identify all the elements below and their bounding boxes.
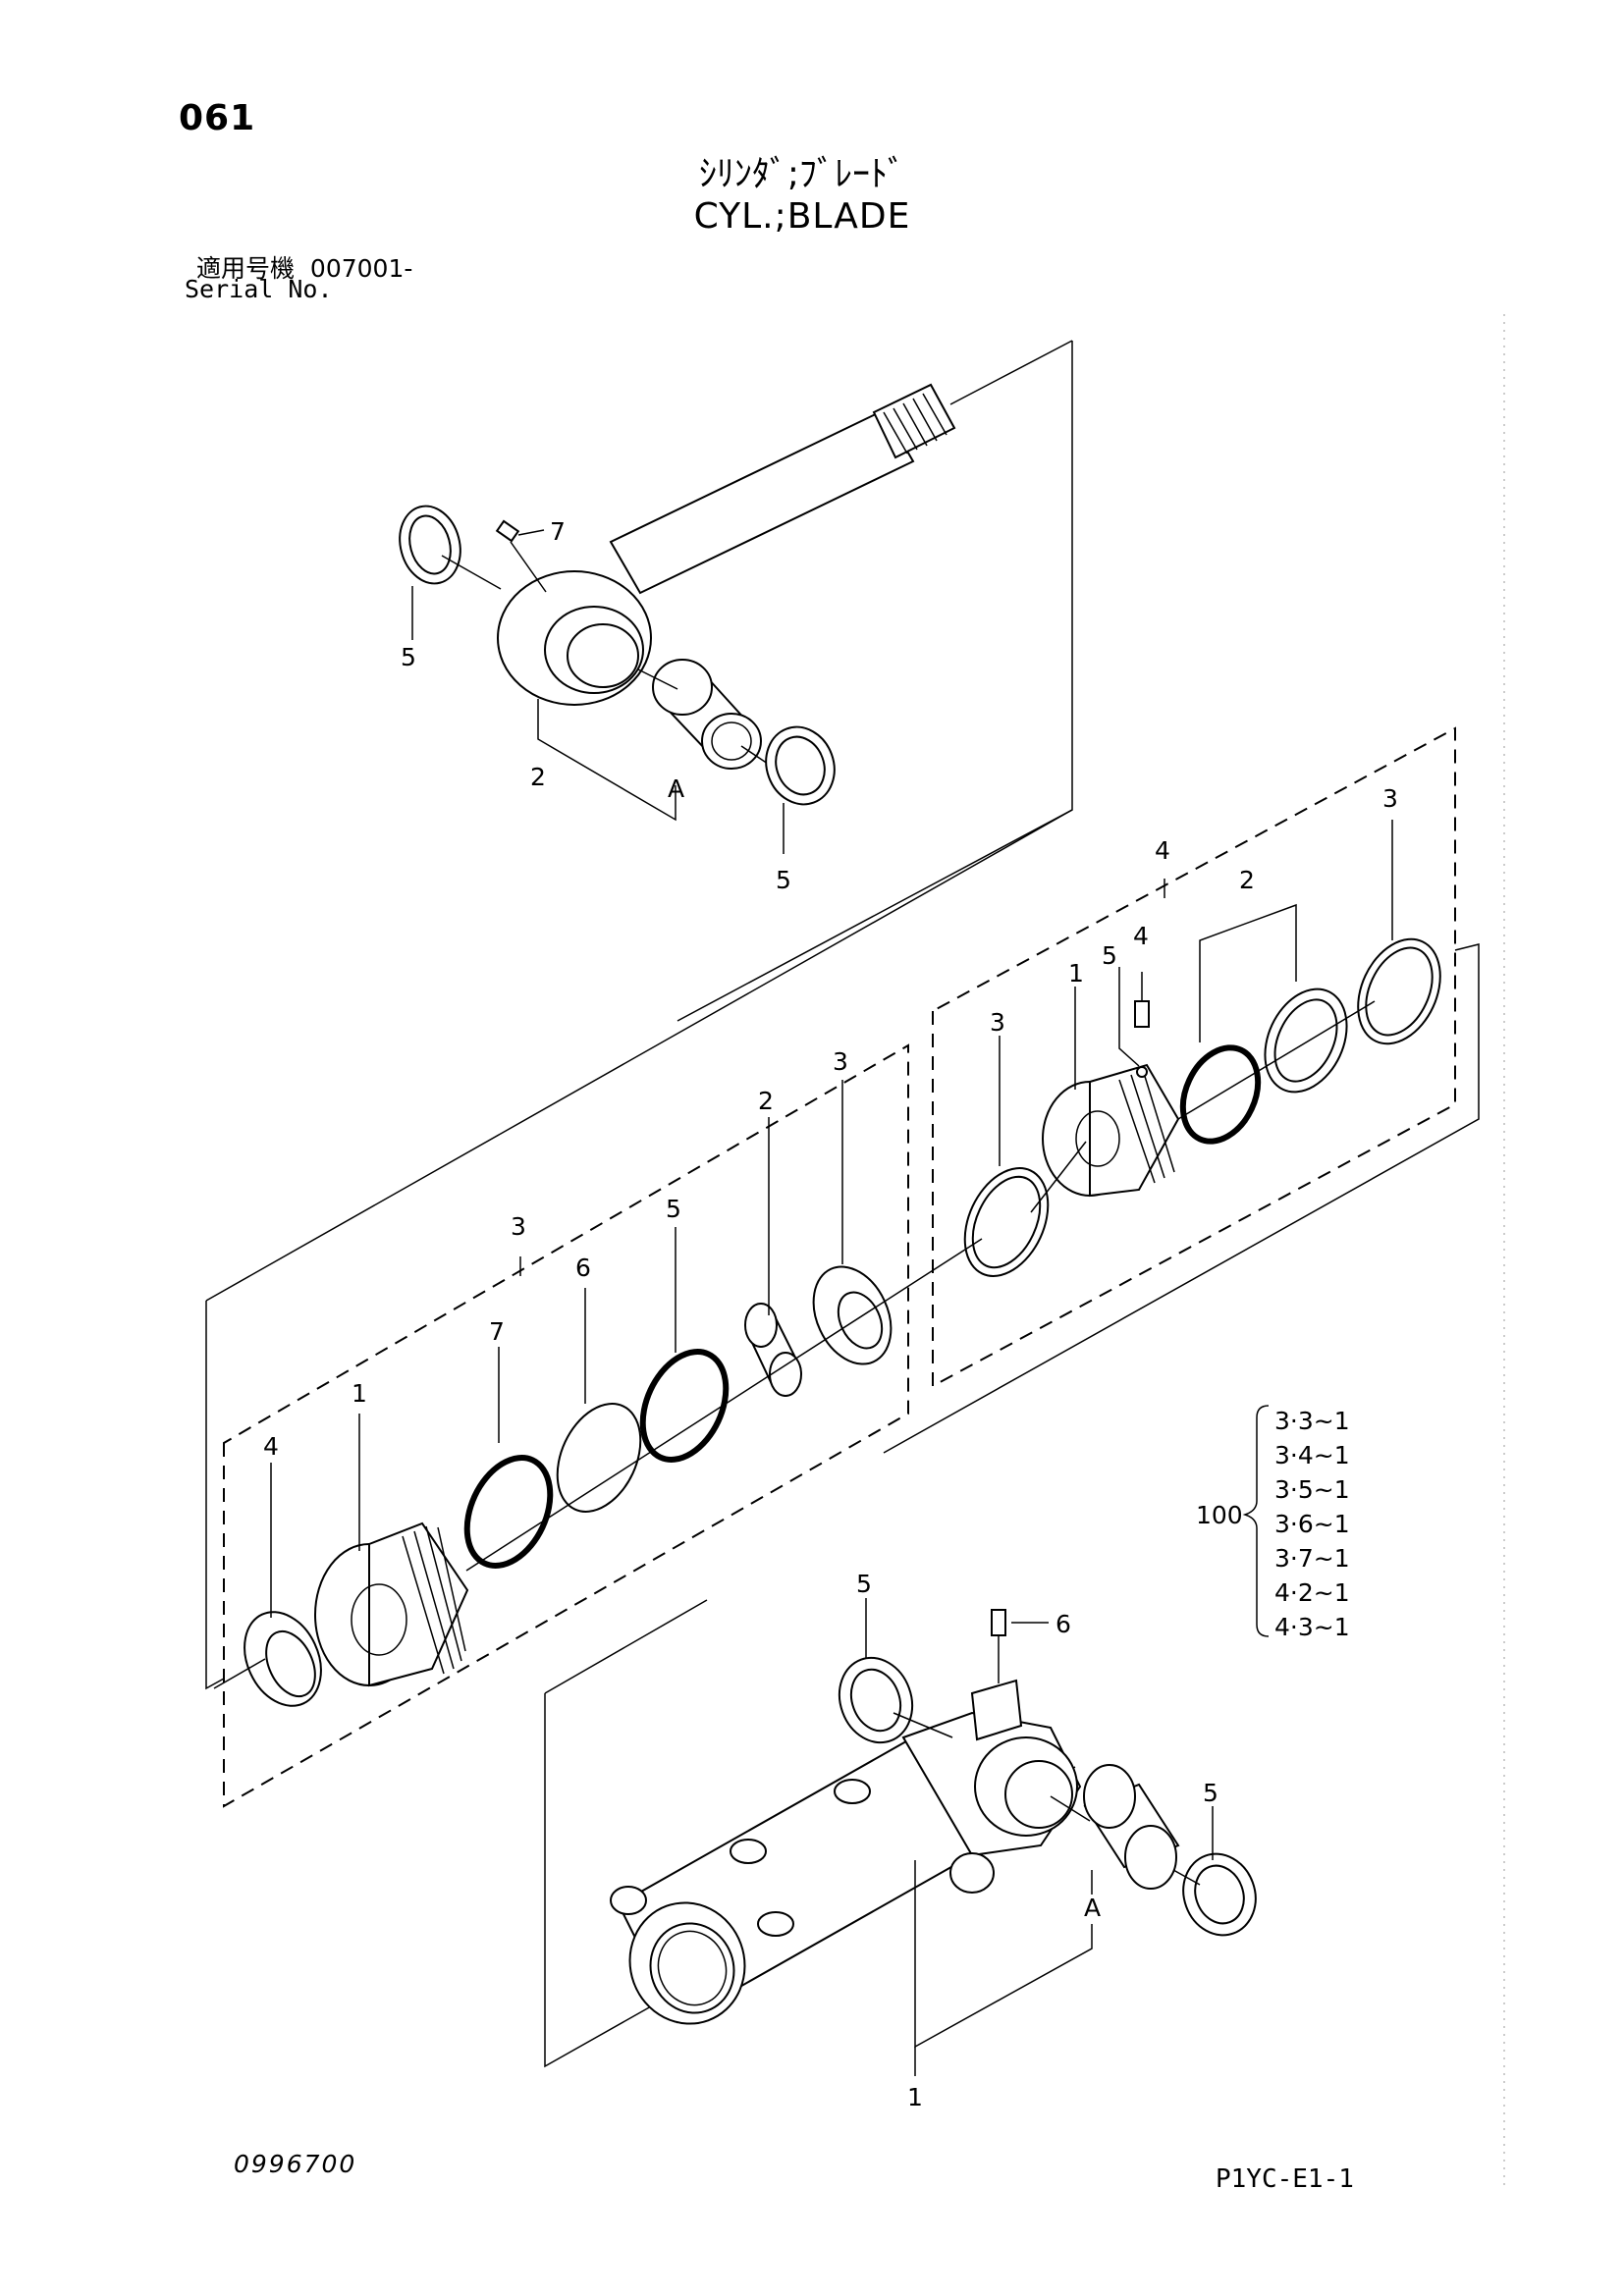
tube-lug [610,1886,647,1915]
callout-piston-1: 1 [1068,959,1084,988]
tube-grease-fitting [991,1609,1006,1636]
tube-port-4 [949,1852,995,1894]
kit-item: 3·5~1 [1274,1475,1350,1504]
footer-figure-code: P1YC-E1-1 [1216,2164,1354,2194]
serial-value: 007001- [309,254,413,283]
tube-port-3 [757,1911,794,1937]
callout-tube-5-left: 5 [856,1570,872,1598]
piston-o-ring [1179,1044,1262,1145]
head-group: 3 4 1 7 6 5 2 3 [205,809,1073,1808]
callout-tube-5-right: 5 [1203,1779,1218,1807]
page-number: 061 [179,98,256,138]
serial-label-japanese: 適用号機 [196,254,296,283]
rod-assembly-bracket [537,699,677,822]
kit-label: 100 [1196,1501,1243,1529]
kit-item: 3·7~1 [1274,1544,1350,1573]
seal-kit-list: 100 3·3~1 3·4~1 3·5~1 3·6~1 3·7~1 4·2~1 … [1196,1405,1350,1641]
footer-document-code: 0996700 [234,2150,357,2178]
page-title-english: CYL.;BLADE [693,196,911,237]
callout-head-3-top: 3 [833,1047,848,1076]
cylinder-tube-assembly: 5 6 5 A 1 [544,1570,1257,2111]
tube-assembly-bracket [914,1860,1093,2049]
kit-item: 3·6~1 [1274,1510,1350,1538]
rod-thread [872,383,956,459]
page-title-japanese: ｼﾘﾝﾀﾞ;ﾌﾞﾚｰﾄﾞ [698,154,906,194]
callout-rod-2: 2 [530,763,546,791]
serial-label-english: Serial No. [185,275,333,303]
callout-head-7: 7 [489,1317,505,1346]
grease-fitting [495,519,520,543]
callout-tube-6: 6 [1056,1610,1071,1638]
kit-item: 3·3~1 [1274,1407,1350,1435]
kit-item: 3·4~1 [1274,1441,1350,1469]
callout-rod-5-bottom: 5 [776,866,791,894]
kit-item: 4·3~1 [1274,1613,1350,1641]
tube-bracket [970,1679,1023,1741]
callout-head-5: 5 [666,1195,681,1223]
callout-rod-7: 7 [550,517,566,546]
callout-piston-5: 5 [1102,941,1117,970]
rod-assembly: 2 A 7 5 5 [399,340,1073,1022]
callout-head-1: 1 [352,1379,367,1408]
kit-item: 4·2~1 [1274,1578,1350,1607]
callout-kit-4: 4 [1155,836,1170,865]
tube-port-1 [834,1779,871,1804]
piston-rod [609,408,915,595]
tube-port-2 [730,1839,767,1864]
kit-brace [1242,1405,1270,1637]
head-o-ring [463,1455,554,1569]
callout-head-6: 6 [575,1254,591,1282]
callout-piston-3-left: 3 [990,1008,1005,1037]
callout-tube-A: A [1084,1894,1101,1922]
callout-head-2: 2 [758,1087,774,1115]
piston-group: 4 1 4 5 2 3 3 [883,726,1480,1454]
callout-tube-1: 1 [907,2083,923,2111]
serial-range: 適用号機 007001- [196,249,412,285]
steel-ball [1136,1066,1148,1078]
head-seal-ring [639,1349,730,1463]
callout-rod-A: A [668,774,684,803]
callout-piston-2: 2 [1239,866,1255,894]
head-backup-ring [556,1403,642,1513]
callout-piston-3-right: 3 [1382,784,1398,813]
head-kit-boundary [223,1043,909,1808]
callout-head-4: 4 [263,1432,279,1461]
callout-rod-5-left: 5 [401,643,416,671]
callout-piston-4: 4 [1133,922,1149,950]
piston-kit-boundary [932,726,1456,1388]
callout-head-3: 3 [511,1212,526,1241]
set-screw [1134,1000,1150,1028]
